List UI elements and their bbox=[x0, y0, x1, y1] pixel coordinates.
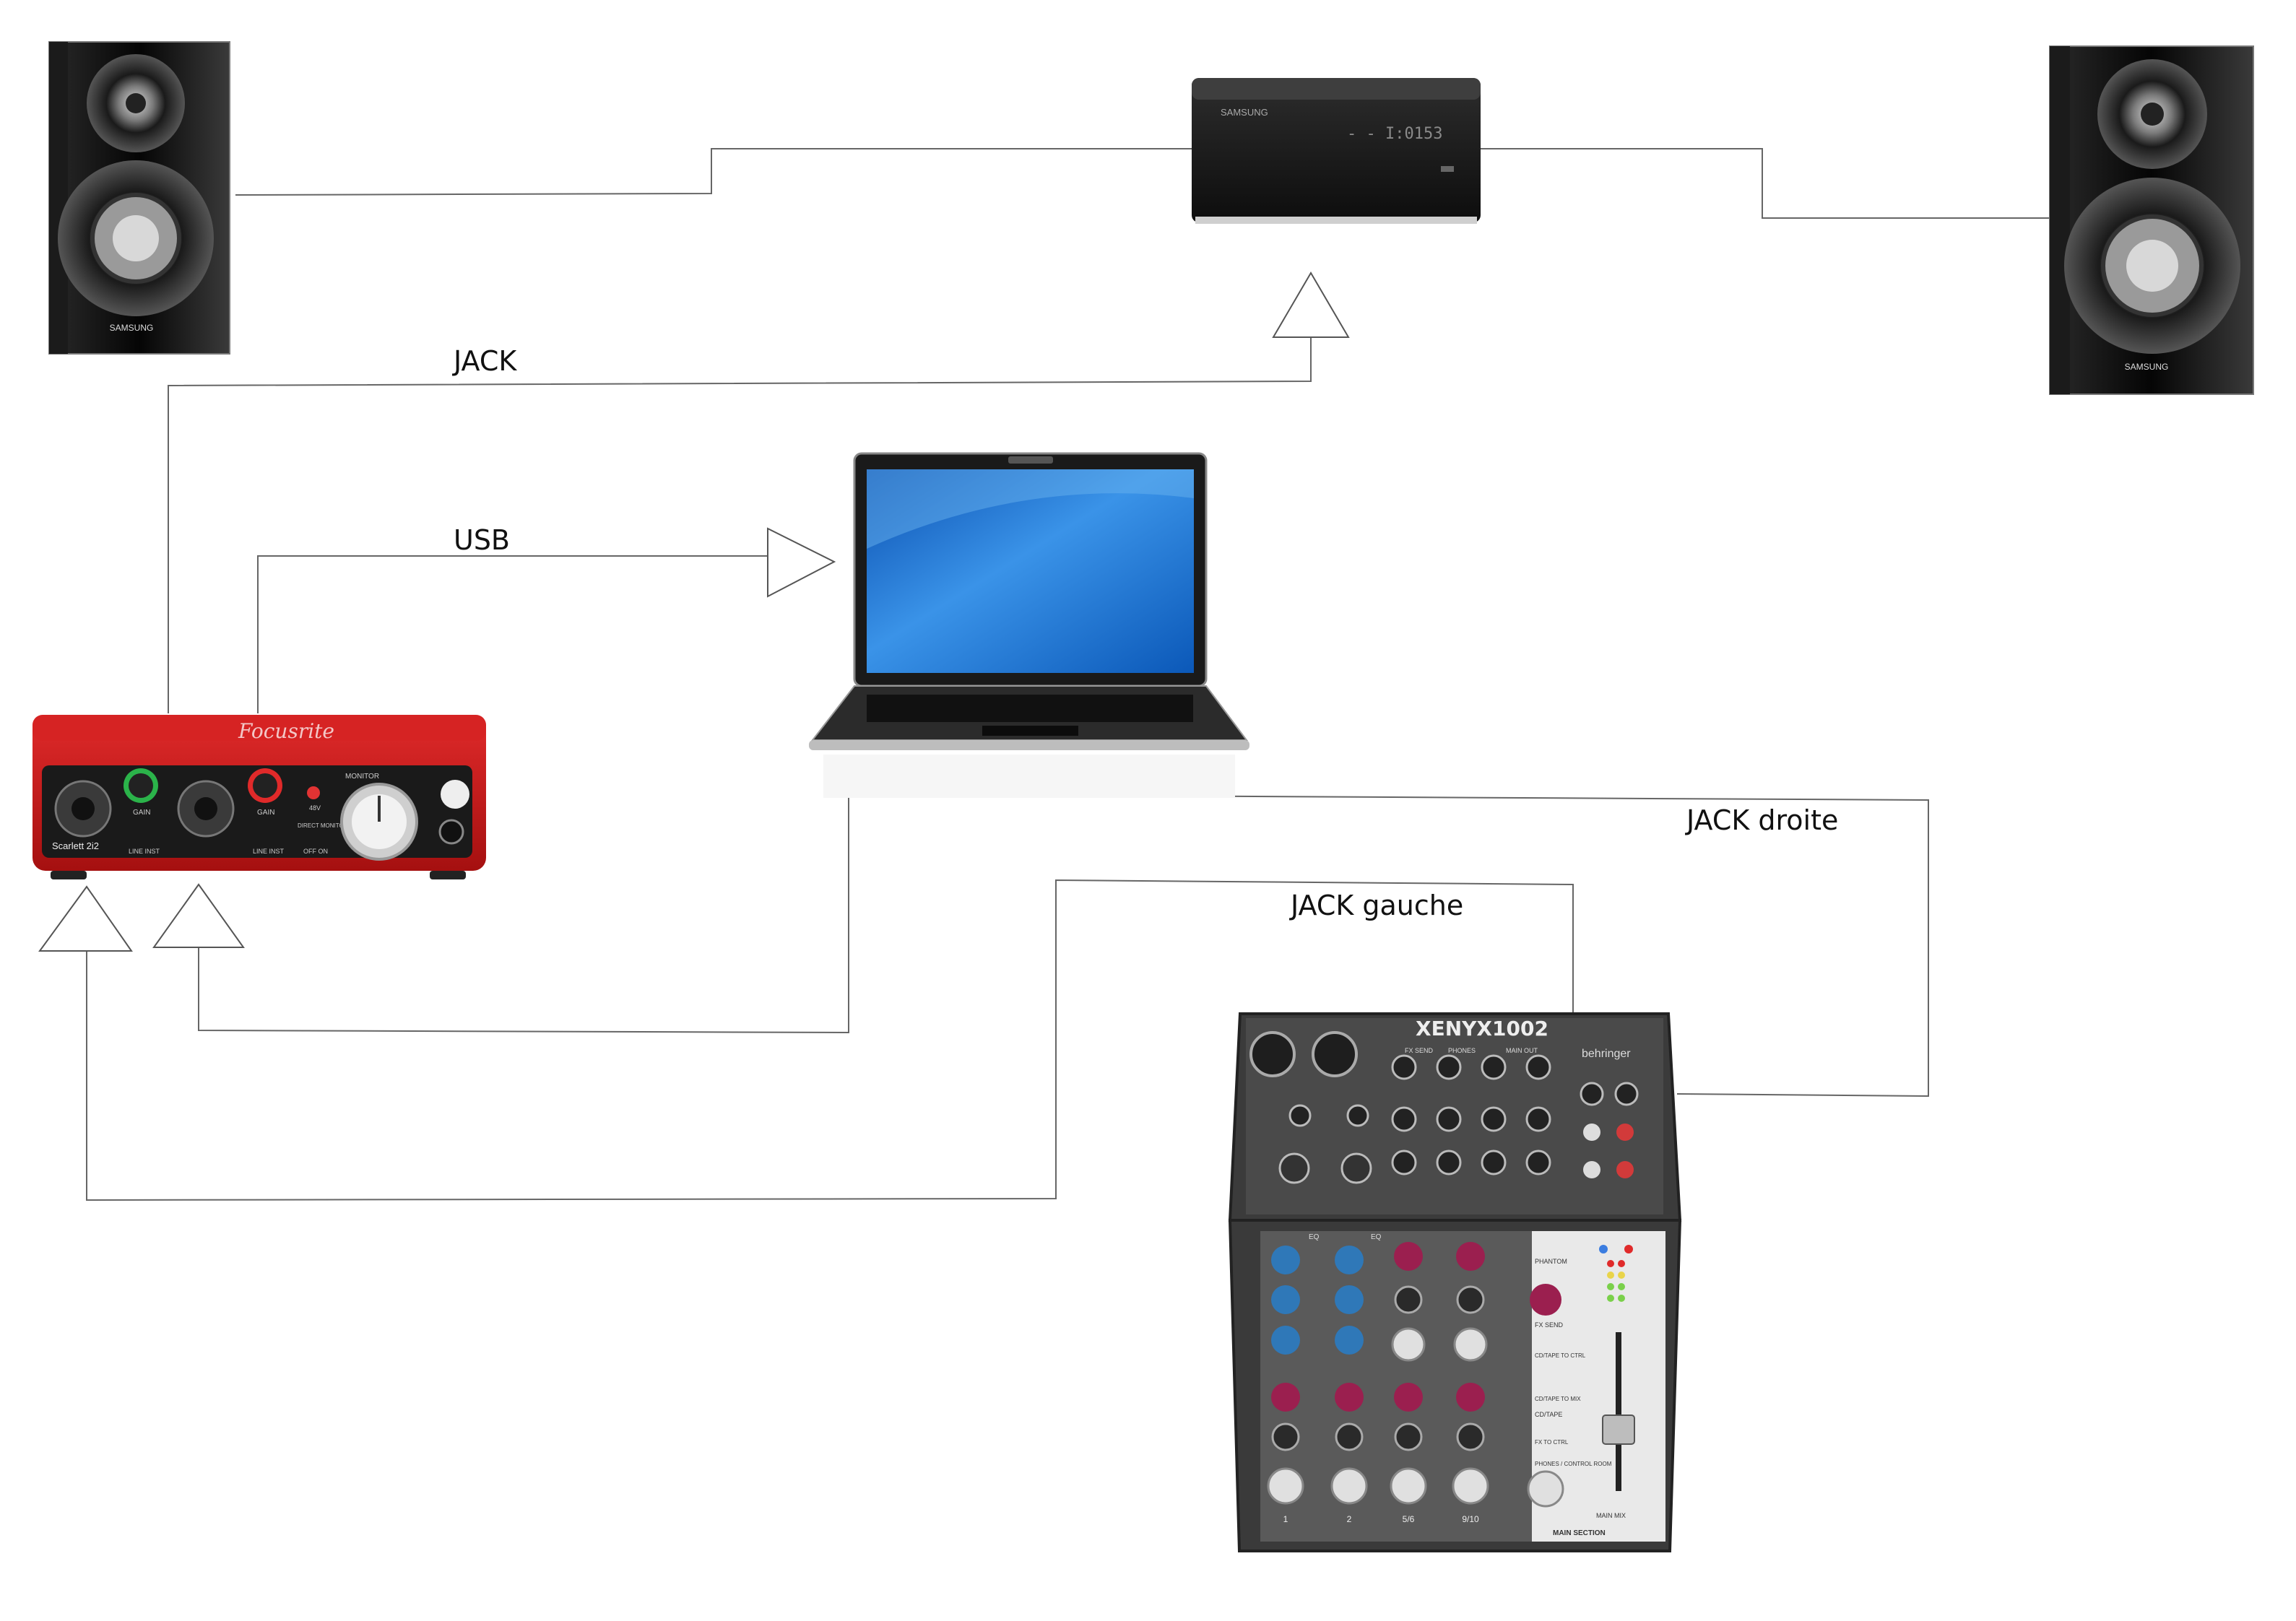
arrow-into-laptop bbox=[767, 527, 836, 598]
interface-brand: Focusrite bbox=[238, 719, 334, 743]
main-section-label: MAIN SECTION bbox=[1553, 1529, 1606, 1537]
mixer-brand: behringer bbox=[1582, 1048, 1631, 1060]
wire-jack-gauche-mixer-to-interface bbox=[86, 879, 1574, 1201]
cdtape-label: CD/TAPE bbox=[1535, 1411, 1562, 1418]
arrow-into-amp bbox=[1272, 271, 1350, 338]
direct-monitor-switch-label: OFF ON bbox=[303, 848, 328, 855]
eq-label-2: EQ bbox=[1371, 1233, 1382, 1241]
amp-brand: SAMSUNG bbox=[1221, 107, 1268, 118]
mixer-model: XENYX1002 bbox=[1416, 1017, 1548, 1040]
laptop bbox=[809, 452, 1249, 798]
arrowheads bbox=[38, 271, 1350, 952]
fx-send-label: FX SEND bbox=[1535, 1321, 1564, 1329]
fx-to-ctrl-label: FX TO CTRL bbox=[1535, 1439, 1569, 1446]
interface-model: Scarlett 2i2 bbox=[52, 840, 99, 851]
phones-control-room-label: PHONES / CONTROL ROOM bbox=[1535, 1461, 1612, 1467]
cdtape-to-mix-label: CD/TAPE TO MIX bbox=[1535, 1396, 1581, 1402]
channel-label-2: 2 bbox=[1347, 1514, 1352, 1524]
fx-send-top-label: FX SEND bbox=[1405, 1047, 1434, 1054]
gain-label-1: GAIN bbox=[133, 809, 150, 817]
laptop-screen bbox=[867, 469, 1194, 673]
main-out-label: MAIN OUT bbox=[1506, 1047, 1538, 1054]
left-speaker: SAMSUNG bbox=[48, 41, 230, 355]
wire-left-speaker-to-amp bbox=[235, 148, 1192, 196]
channel-label-4: 9/10 bbox=[1462, 1514, 1479, 1524]
xlr-input-2 bbox=[1312, 1031, 1358, 1077]
mixer-knobs bbox=[1267, 1242, 1564, 1508]
cdtape-to-ctrl-label: CD/TAPE TO CTRL bbox=[1535, 1352, 1586, 1359]
speaker-brand: SAMSUNG bbox=[110, 323, 154, 333]
phantom-led bbox=[307, 786, 320, 799]
label-jack-droite: JACK droite bbox=[1686, 804, 1839, 836]
wire-jack-interface-to-amp bbox=[168, 336, 1312, 713]
amplifier: SAMSUNG - - I:0153 bbox=[1192, 78, 1481, 224]
label-jack: JACK bbox=[454, 345, 517, 377]
line-inst-label-2: LINE INST bbox=[253, 848, 285, 855]
right-speaker: SAMSUNG bbox=[2049, 45, 2254, 395]
headphone-jack bbox=[438, 819, 464, 845]
channel-label-1: 1 bbox=[1283, 1514, 1288, 1524]
monitor-label: MONITOR bbox=[345, 773, 379, 781]
eq-label-1: EQ bbox=[1309, 1233, 1320, 1241]
channel-label-3: 5/6 bbox=[1403, 1514, 1415, 1524]
arrow-into-interface-left bbox=[38, 885, 133, 952]
amp-display: - - I:0153 bbox=[1347, 125, 1442, 143]
label-usb: USB bbox=[454, 524, 511, 556]
phones-top-label: PHONES bbox=[1448, 1047, 1476, 1054]
mixer: XENYX1002 behringer EQ EQ FX SEND PHONES… bbox=[1228, 1012, 1682, 1552]
mixer-jacks bbox=[1288, 1054, 1639, 1175]
wire-usb-interface-to-laptop bbox=[257, 555, 773, 713]
arrow-into-interface-right bbox=[152, 883, 245, 948]
main-mix-fader-track bbox=[1616, 1332, 1621, 1491]
direct-monitor-label: DIRECT MONITOR bbox=[298, 822, 348, 829]
gain-label-2: GAIN bbox=[257, 809, 274, 817]
level-meter bbox=[1599, 1245, 1633, 1302]
main-mix-fader bbox=[1602, 1414, 1635, 1445]
line-inst-label-1: LINE INST bbox=[129, 848, 160, 855]
phantom-label: PHANTOM bbox=[1535, 1258, 1567, 1265]
xlr-input-1 bbox=[1249, 1031, 1296, 1077]
speaker-brand: SAMSUNG bbox=[2125, 362, 2169, 372]
label-jack-gauche: JACK gauche bbox=[1291, 890, 1464, 921]
wire-amp-to-right-speaker bbox=[1481, 148, 2050, 219]
audio-interface: Focusrite GAIN GAIN MONITOR 48V DIRECT M… bbox=[33, 715, 486, 879]
phantom-label: 48V bbox=[309, 804, 321, 812]
main-mix-label: MAIN MIX bbox=[1596, 1512, 1626, 1519]
headphone-knob bbox=[441, 780, 469, 809]
